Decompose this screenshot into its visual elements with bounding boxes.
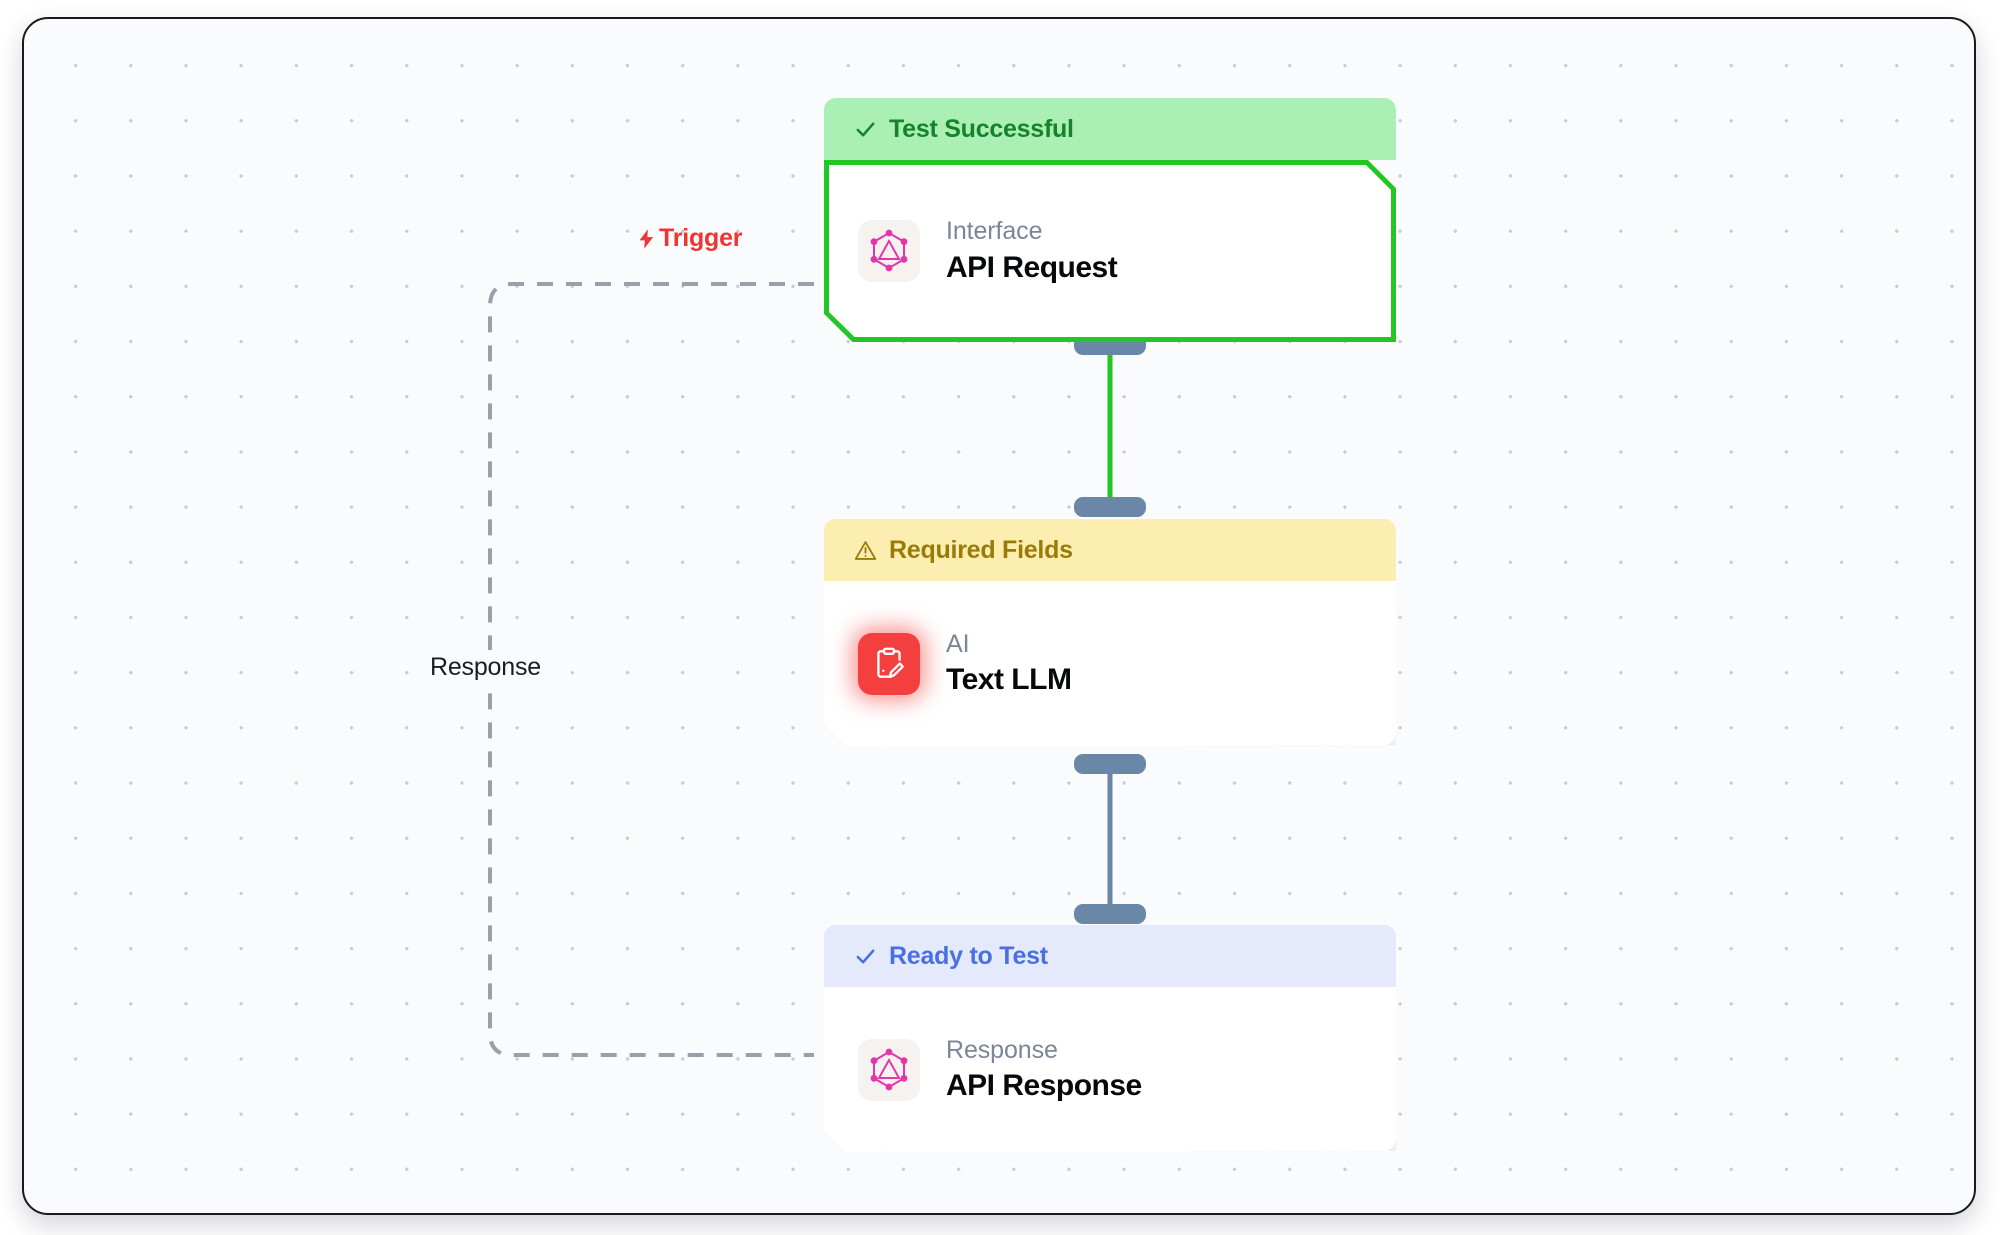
node-text: Interface API Request (946, 218, 1117, 284)
lightning-bolt-icon (636, 226, 657, 252)
status-badge-label: Test Successful (889, 114, 1074, 143)
node-kind-label: Response (946, 1035, 1058, 1064)
node-text: AI Text LLM (946, 631, 1071, 697)
node-text: Response API Response (946, 1037, 1142, 1103)
edge-label-response-text: Response (430, 653, 541, 681)
status-badge-test-successful: Test Successful (824, 98, 1396, 160)
workflow-node-text-llm[interactable]: Required Fields AI Text LLM (824, 519, 1396, 746)
node-title: API Response (946, 1069, 1142, 1103)
graphql-icon (858, 220, 920, 282)
node-title: API Request (946, 250, 1118, 284)
handle-text-llm-bottom[interactable] (1074, 754, 1146, 774)
graphql-icon (858, 1039, 920, 1101)
status-badge-label: Ready to Test (889, 941, 1048, 970)
status-badge-label: Required Fields (889, 535, 1073, 564)
edge-label-trigger: Trigger (636, 224, 743, 253)
handle-api-response-top[interactable] (1074, 904, 1146, 924)
workflow-canvas[interactable]: Trigger Response Test Successful (22, 17, 1976, 1215)
node-title: Text LLM (946, 663, 1072, 697)
clipboard-pencil-icon (858, 633, 920, 695)
check-icon (854, 118, 877, 141)
node-kind-label: Interface (946, 217, 1043, 246)
node-body[interactable]: Response API Response (824, 987, 1396, 1152)
handle-text-llm-top[interactable] (1074, 497, 1146, 517)
edge-label-trigger-text: Trigger (659, 224, 743, 252)
edge-label-response: Response (420, 650, 551, 685)
status-badge-ready-to-test: Ready to Test (824, 925, 1396, 987)
node-body[interactable]: Interface API Request (824, 160, 1396, 342)
node-body[interactable]: AI Text LLM (824, 581, 1396, 746)
check-icon (854, 945, 877, 968)
workflow-node-api-request[interactable]: Test Successful (824, 98, 1396, 342)
status-badge-required-fields: Required Fields (824, 519, 1396, 581)
node-kind-label: AI (946, 629, 970, 658)
workflow-node-api-response[interactable]: Ready to Test (824, 925, 1396, 1152)
warning-triangle-icon (854, 539, 877, 562)
